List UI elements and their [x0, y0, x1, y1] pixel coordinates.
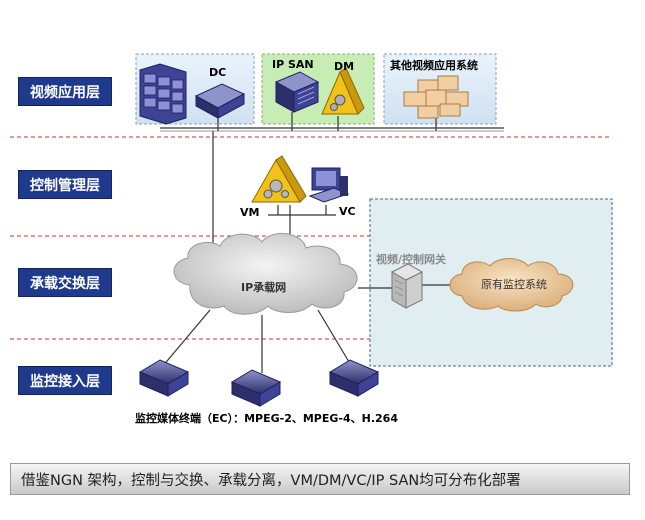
link-net-ec3 [317, 309, 353, 368]
ec-terminal-icon-3 [328, 359, 380, 397]
vc-label: VC [339, 205, 356, 218]
vc-computer-icon [308, 167, 350, 203]
dc-label: DC [209, 66, 227, 79]
ec-terminal-icon-1 [138, 359, 190, 397]
ip-network-cloud [173, 233, 358, 315]
layer-label-access: 监控接入层 [18, 366, 112, 395]
vm-label: VM [240, 206, 260, 219]
legacy-system-cloud [449, 258, 574, 312]
dm-label: DM [334, 60, 355, 73]
layer-label-control-mgmt: 控制管理层 [18, 170, 112, 199]
layer-label-bearer-switch: 承载交换层 [18, 268, 112, 297]
ipsan-storage-icon [274, 71, 320, 113]
ec-terminals-label: 监控媒体终端（EC）：MPEG-2、MPEG-4、H.264 [135, 412, 398, 425]
legacy-system-label: 原有监控系统 [481, 278, 547, 291]
other-apps-label: 其他视频应用系统 [390, 59, 478, 72]
other-apps-icon [403, 75, 469, 119]
gateway-icon [390, 263, 424, 309]
ip-network-label: IP承载网 [241, 281, 287, 294]
footer-banner: 借鉴NGN 架构，控制与交换、承载分离，VM/DM/VC/IP SAN均可分布化… [10, 463, 630, 495]
layer-label-video-app: 视频应用层 [18, 77, 112, 106]
vm-triangle-icon [251, 155, 307, 203]
ip-san-label: IP SAN [272, 58, 314, 71]
connections [161, 110, 450, 373]
dm-triangle-icon [321, 67, 365, 115]
dc-rack-icon [139, 63, 187, 125]
link-net-ec1 [161, 309, 211, 368]
ec-terminal-icon-2 [230, 369, 282, 407]
gateway-label: 视频/控制网关 [376, 253, 447, 266]
dc-device-icon [194, 83, 246, 119]
